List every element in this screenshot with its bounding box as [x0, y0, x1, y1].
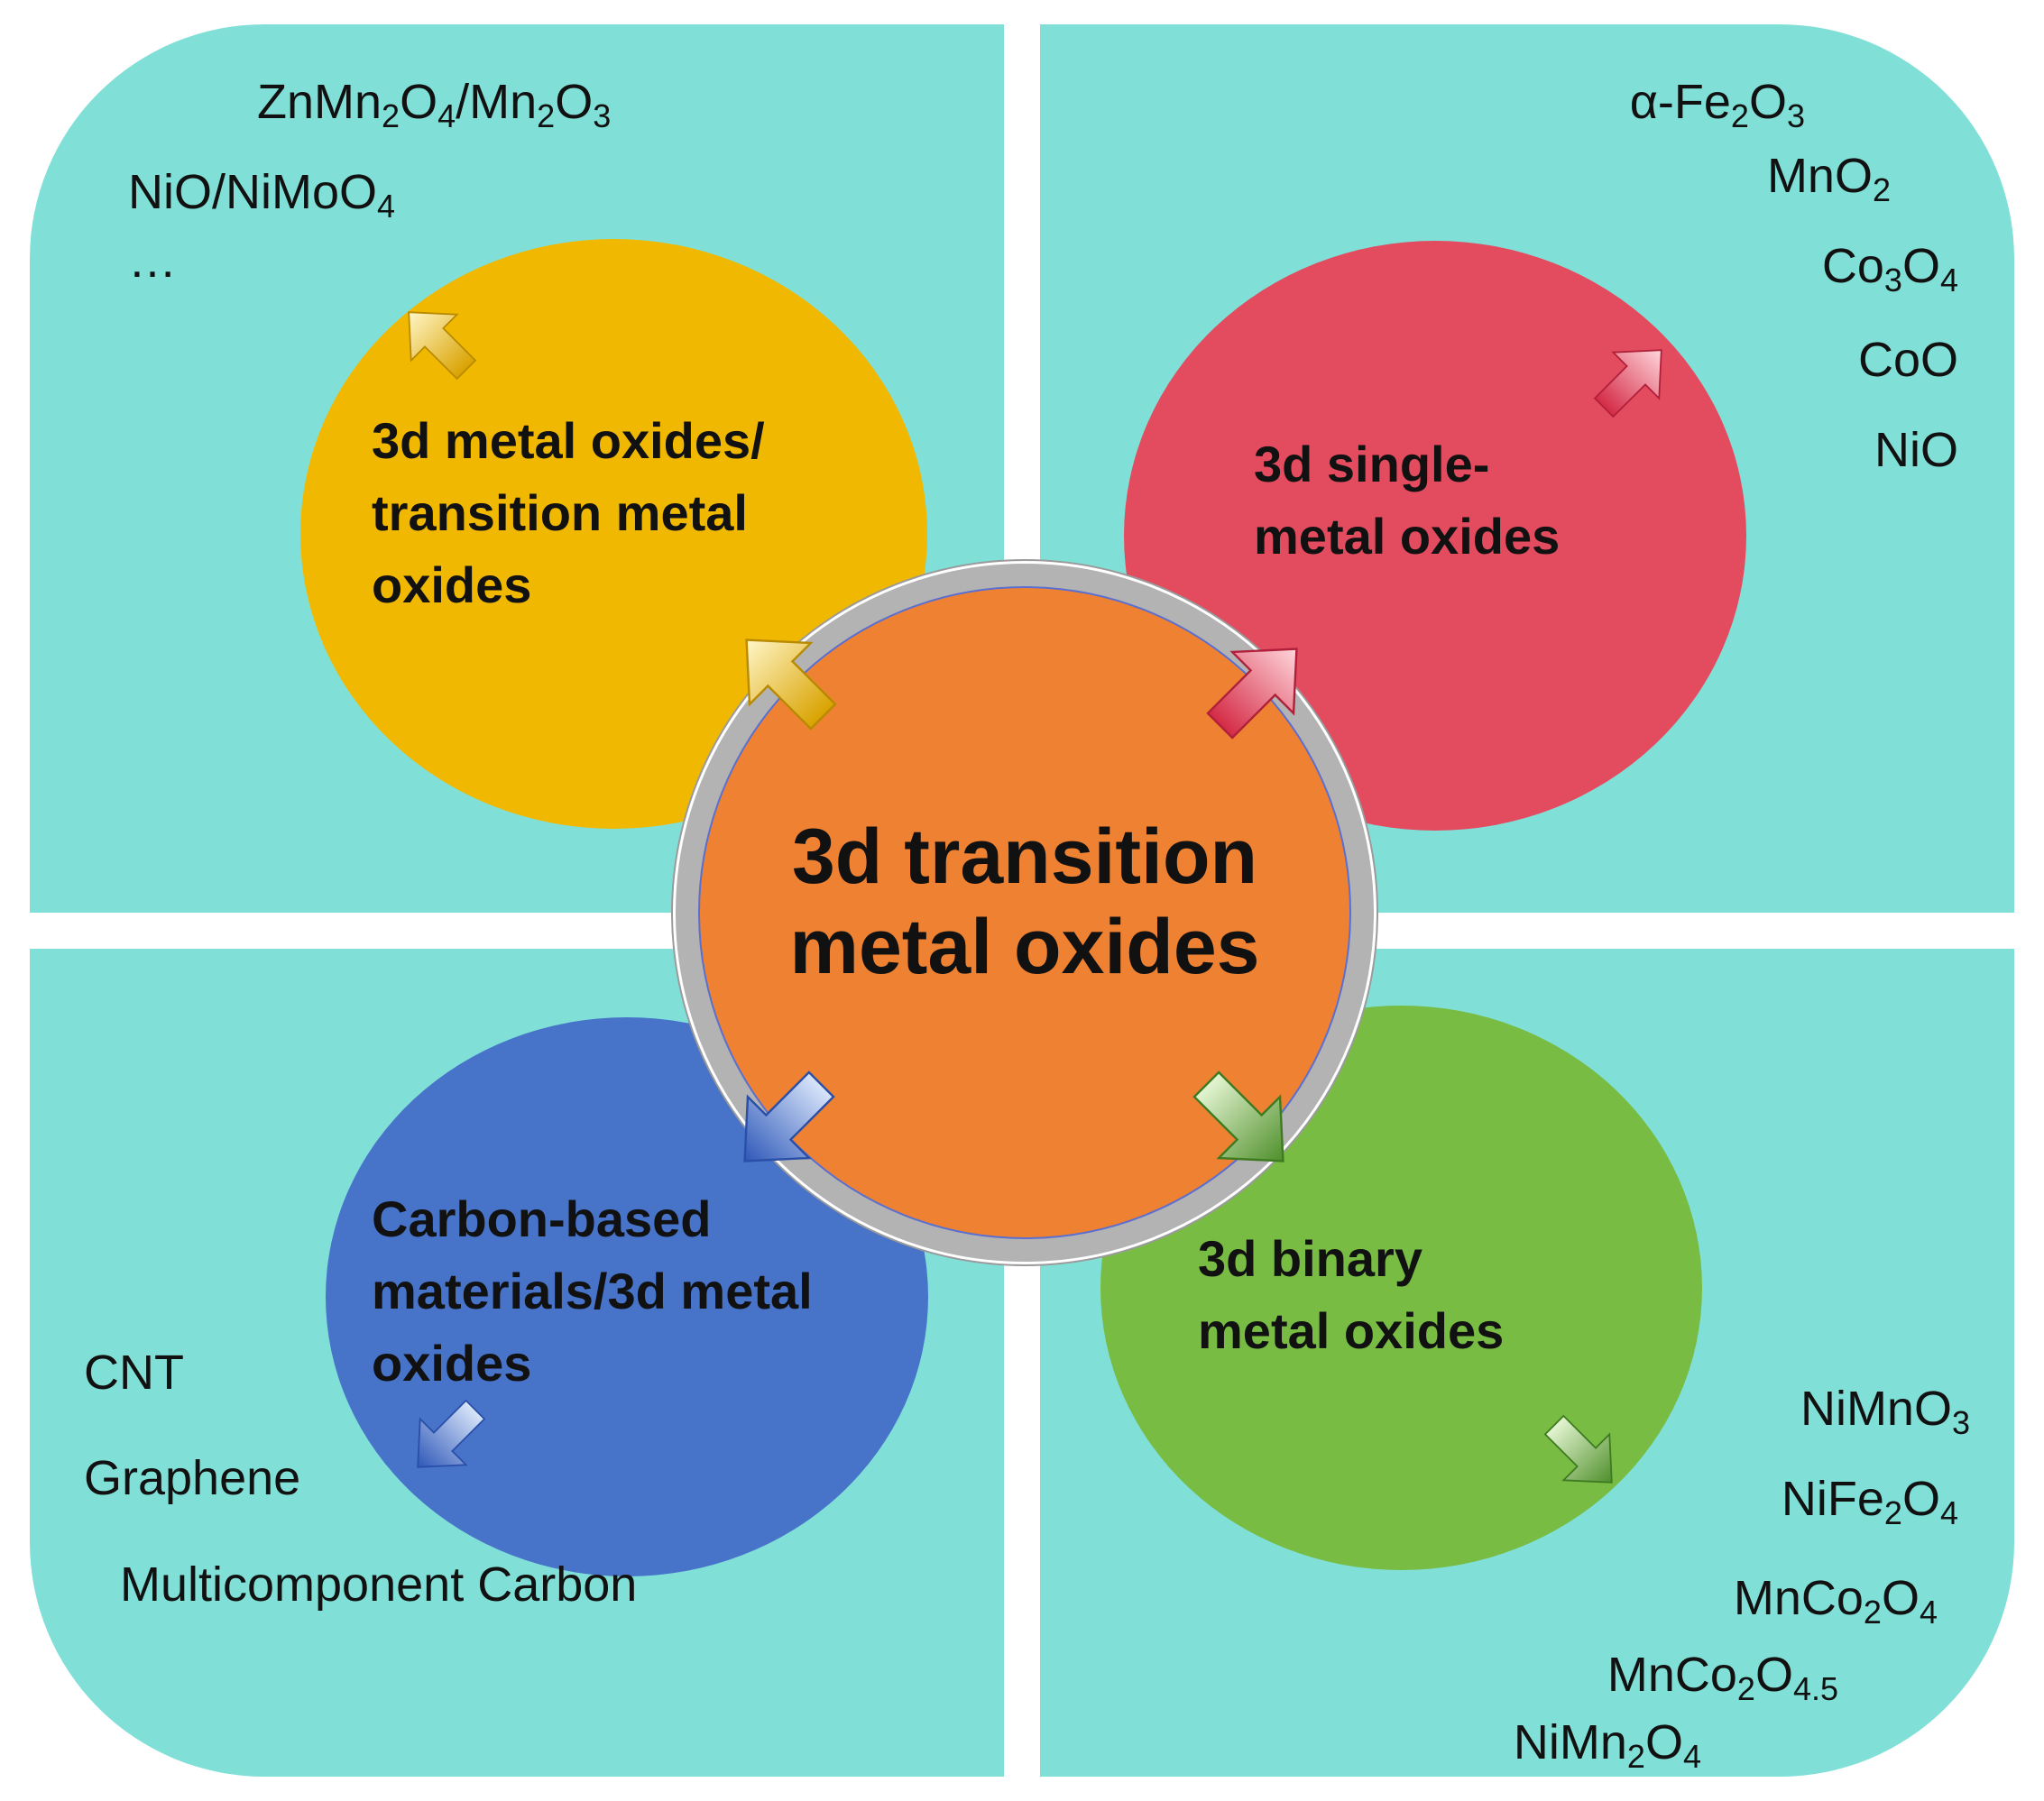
category-line: materials/3d metal [372, 1263, 813, 1319]
formula-item: NiO/NiMoO4 [128, 165, 396, 225]
category-single-metal-oxides-label: 3d single- metal oxides [1254, 428, 1560, 573]
formula-item: α-Fe2O3 [1629, 75, 1805, 134]
arrow-icon [745, 639, 837, 731]
formula-item: NiFe2O4 [1781, 1472, 1958, 1531]
formula-item: NiMnO3 [1800, 1382, 1970, 1441]
formula-item: MnCo2O4.5 [1607, 1648, 1838, 1707]
formula-item: MnCo2O4 [1733, 1571, 1938, 1631]
formula-item: ZnMn2O4/Mn2O3 [257, 75, 612, 134]
category-carbon-based-label: Carbon-based materials/3d metal oxides [372, 1183, 813, 1400]
formula-item: Co3O4 [1821, 239, 1958, 299]
arrow-icon [408, 311, 477, 381]
category-line: metal oxides [1198, 1302, 1505, 1359]
category-line: 3d binary [1198, 1230, 1423, 1287]
category-line: oxides [372, 556, 532, 613]
arrow-icon [1543, 1414, 1613, 1484]
center-title-line: metal oxides [789, 904, 1260, 990]
formula-item: NiMn2O4 [1513, 1715, 1701, 1775]
category-line: 3d metal oxides/ [372, 412, 765, 469]
arrow-icon [1206, 648, 1298, 740]
center-title-line: 3d transition [791, 813, 1258, 900]
category-line: Carbon-based [372, 1190, 712, 1247]
category-line: transition metal [372, 484, 748, 541]
arrow-icon [1593, 349, 1662, 418]
arrow-icon [743, 1070, 835, 1162]
formula-item: MnO2 [1766, 149, 1891, 208]
center-title: 3d transition metal oxides [698, 812, 1351, 992]
formula-item: Multicomponent Carbon [120, 1557, 638, 1612]
category-mixed-oxides-label: 3d metal oxides/ transition metal oxides [372, 405, 765, 621]
arrow-icon [1192, 1070, 1284, 1162]
category-binary-oxides-label: 3d binary metal oxides [1198, 1223, 1504, 1367]
formula-item: CNT [84, 1346, 184, 1400]
arrow-icon [417, 1399, 486, 1468]
formula-item: CoO [1857, 333, 1958, 387]
formula-item: … [128, 234, 177, 288]
category-line: 3d single- [1254, 436, 1490, 492]
formula-item: Graphene [84, 1451, 301, 1505]
formula-item: NiO [1874, 423, 1958, 477]
category-line: oxides [372, 1335, 532, 1392]
category-line: metal oxides [1254, 508, 1561, 565]
